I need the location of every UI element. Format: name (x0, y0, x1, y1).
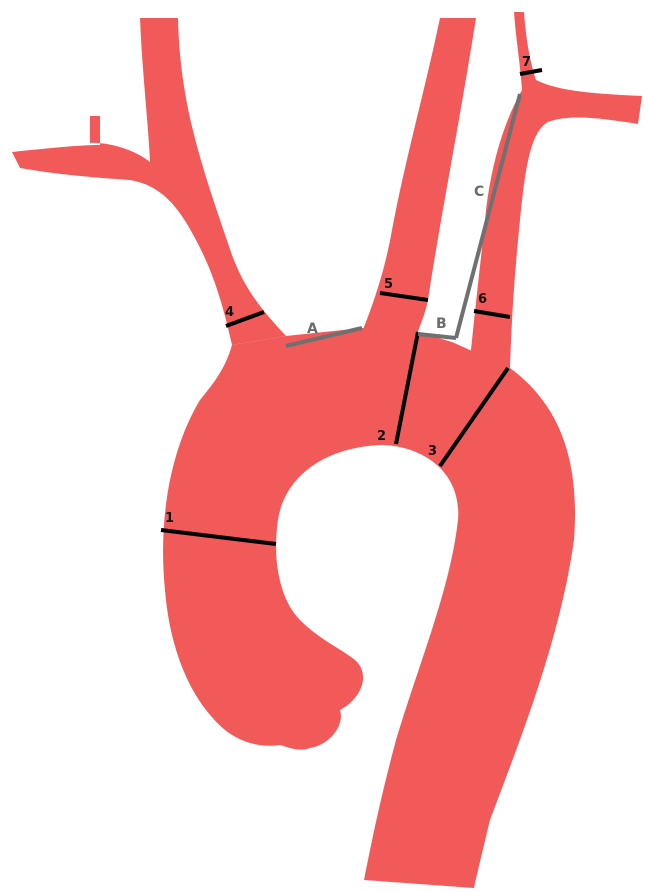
aortic-arch-vessels (12, 12, 642, 888)
measurement-label-7: 7 (522, 55, 531, 70)
segment-label-B: B (436, 316, 447, 332)
measurement-label-1: 1 (165, 511, 174, 526)
segment-label-C: C (474, 184, 484, 200)
segment-label-A: A (307, 321, 318, 337)
aortic-arch-body (163, 328, 575, 888)
measurement-label-3: 3 (428, 444, 437, 459)
brachiocephalic-trunk (12, 18, 286, 345)
common-carotid-artery (362, 18, 476, 332)
measurement-label-2: 2 (377, 429, 386, 444)
measurement-label-5: 5 (384, 277, 393, 292)
measurement-label-6: 6 (478, 292, 487, 307)
measurement-label-4: 4 (225, 305, 234, 320)
